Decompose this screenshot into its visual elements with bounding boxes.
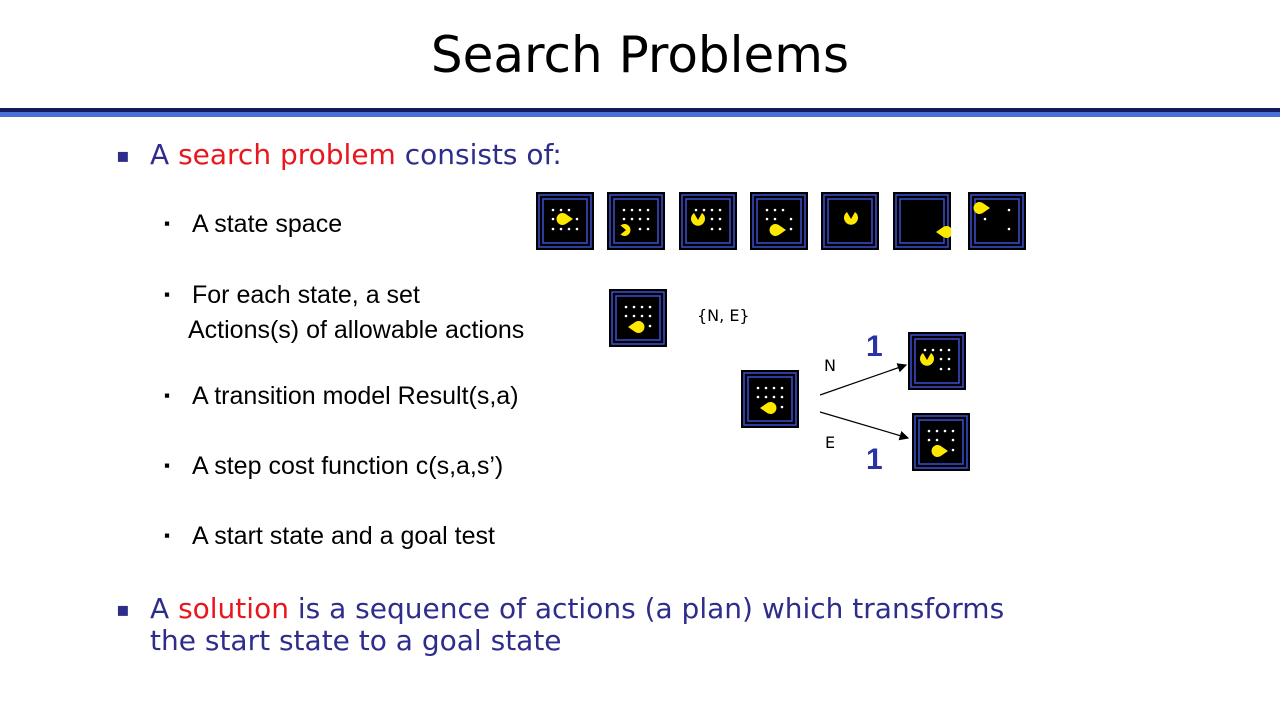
intro-highlight: search problem bbox=[178, 138, 396, 171]
bullet-marker: ▪ bbox=[116, 143, 130, 167]
cost-north: 1 bbox=[866, 330, 883, 363]
result-state-east-tile bbox=[912, 413, 970, 471]
state-tile bbox=[750, 192, 808, 250]
source-state-tile bbox=[741, 370, 799, 428]
bullet-search-problem: ▪ A search problem consists of: bbox=[116, 138, 562, 171]
bullet-marker: ▪ bbox=[164, 214, 171, 233]
state-tile bbox=[893, 192, 951, 250]
sub-bullet-actions-cont: Actions(s) of allowable actions bbox=[188, 314, 524, 346]
actions-set-label: {N, E} bbox=[697, 306, 750, 325]
slide-title: Search Problems bbox=[430, 26, 850, 84]
sub-bullet-step-cost: ▪ A step cost function c(s,a,s’) bbox=[164, 450, 504, 482]
state-tile bbox=[821, 192, 879, 250]
sub-bullet-start-goal: ▪ A start state and a goal test bbox=[164, 520, 495, 552]
state-tile bbox=[968, 192, 1026, 250]
bullet-solution: ▪ A solution is a sequence of actions (a… bbox=[116, 592, 1005, 625]
bullet-marker: ▪ bbox=[164, 386, 171, 405]
bullet-marker: ▪ bbox=[164, 526, 171, 545]
transition-arrows bbox=[819, 363, 910, 441]
actions-line-1: For each state, a set bbox=[192, 281, 420, 309]
bullet-marker: ▪ bbox=[164, 285, 171, 304]
result-state-north-tile bbox=[908, 332, 966, 390]
actions-line-2: Actions(s) of allowable actions bbox=[188, 316, 525, 344]
solution-highlight: solution bbox=[178, 592, 289, 625]
edge-label-north: N bbox=[824, 356, 836, 375]
start-goal-text: A start state and a goal test bbox=[192, 522, 495, 550]
title-rule-light bbox=[0, 112, 1280, 117]
solution-line-2: the start state to a goal state bbox=[150, 624, 562, 657]
edge-label-east: E bbox=[825, 433, 836, 452]
step-cost-text: A step cost function c(s,a,s’) bbox=[192, 452, 504, 480]
state-space-text: A state space bbox=[192, 210, 343, 238]
cost-east: 1 bbox=[866, 443, 883, 476]
solution-post: is a sequence of actions (a plan) which … bbox=[288, 592, 1005, 625]
transition-text: A transition model Result(s,a) bbox=[192, 382, 519, 410]
state-tile bbox=[607, 192, 665, 250]
intro-pre: A bbox=[150, 138, 179, 171]
state-tile bbox=[536, 192, 594, 250]
bullet-marker: ▪ bbox=[116, 597, 130, 621]
sub-bullet-actions: ▪ For each state, a set bbox=[164, 279, 420, 311]
solution-pre: A bbox=[150, 592, 179, 625]
state-tile bbox=[679, 192, 737, 250]
bullet-solution-cont: the start state to a goal state bbox=[150, 626, 562, 656]
bullet-marker: ▪ bbox=[164, 456, 171, 475]
sub-bullet-state-space: ▪ A state space bbox=[164, 208, 343, 240]
arrow-north bbox=[819, 363, 908, 396]
actions-state-tile bbox=[609, 289, 667, 347]
sub-bullet-transition: ▪ A transition model Result(s,a) bbox=[164, 380, 519, 412]
arrow-east bbox=[819, 411, 910, 441]
title-rule-dark bbox=[0, 108, 1280, 112]
intro-post: consists of: bbox=[395, 138, 562, 171]
